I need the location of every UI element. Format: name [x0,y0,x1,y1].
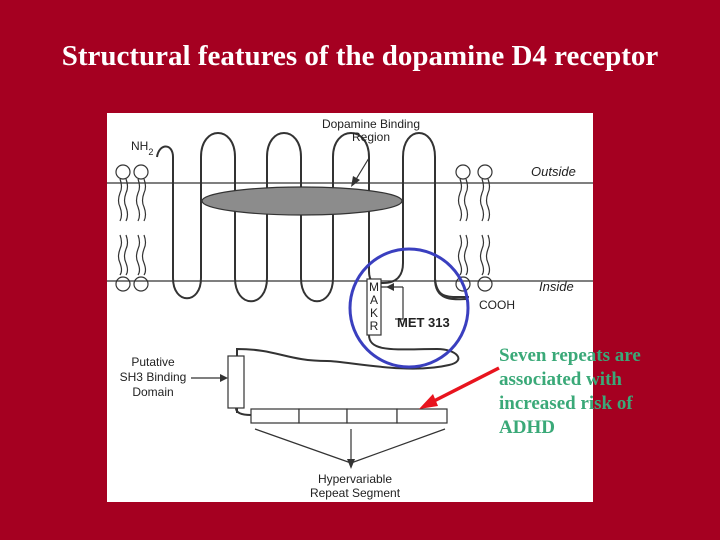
annotation-line-1: Seven repeats are [499,345,641,366]
lipid-bilayer-right [455,164,493,292]
hypervariable-label-line1: Hypervariable [318,472,392,486]
nh2-label: NH2 [131,139,153,157]
makr-box [366,278,382,336]
cytoplasmic-loop [236,334,460,413]
adhd-annotation: Seven repeats are associated with increa… [499,344,709,440]
outside-label: Outside [531,164,576,179]
annotation-line-3: increased risk of [499,393,633,414]
annotation-line-2: associated with [499,369,622,390]
repeat-segment-boxes [250,408,448,424]
sh3-label-line1: Putative [131,355,175,369]
slide-title: Structural features of the dopamine D4 r… [61,40,659,72]
binding-region-ellipse [201,186,403,216]
hypervariable-arrow-head [347,459,355,469]
met-highlight-circle [348,247,470,369]
makr-letter-r: R [370,319,379,333]
sh3-label-line2: SH3 Binding [120,370,187,384]
binding-pointer-line [354,157,370,182]
receptor-diagram-svg: NH2 Dopamine Binding Region Outside Insi… [107,117,593,500]
binding-label-line1: Dopamine Binding [322,117,420,131]
inside-label: Inside [539,279,574,294]
transmembrane-chain [156,132,370,303]
hypervariable-label-line2: Repeat Segment [310,486,401,500]
repeat-pointer-arrow [431,366,500,404]
binding-label-line2: Region [352,130,390,144]
sh3-pointer-head [220,374,228,382]
cooh-label: COOH [479,298,515,312]
sh3-label-line3: Domain [132,385,173,399]
binding-pointer-head [351,176,360,187]
met-pointer [395,287,404,320]
repeat-pointer-arrow-head [419,394,438,409]
met-label: MET 313 [397,315,450,330]
cooh-tail [434,278,470,299]
annotation-line-4: ADHD [499,417,555,438]
lipid-bilayer-left [115,164,149,292]
makr-letter-a: A [370,293,378,307]
hypervariable-bracket [254,428,446,464]
makr-letter-m: M [369,280,379,294]
met-pointer-head [386,283,394,291]
makr-letter-k: K [370,306,378,320]
repeat-connector [235,407,252,416]
